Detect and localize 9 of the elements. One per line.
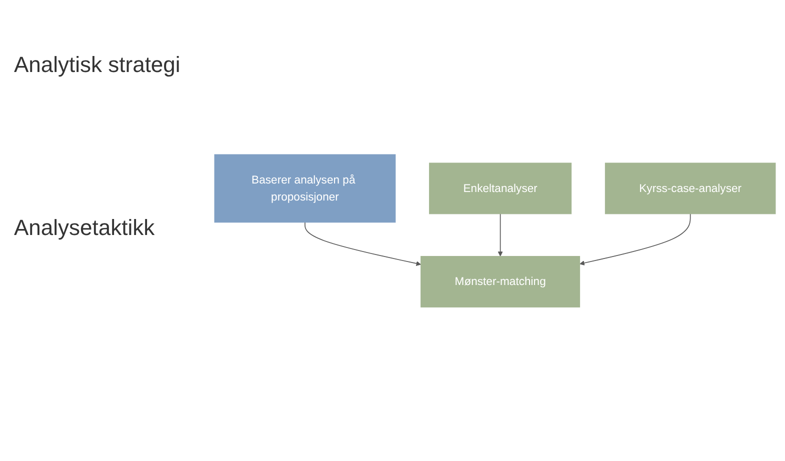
- node-box: Mønster-matching: [420, 256, 580, 308]
- node-box: Kyrss-case-analyser: [604, 162, 776, 214]
- arrow: [304, 222, 422, 266]
- arrow: [580, 213, 691, 266]
- node-box: Baserer analysen på proposisjoner: [214, 154, 396, 222]
- level-label: Analysetaktikk: [14, 215, 155, 241]
- level-label: Analytisk strategi: [14, 52, 180, 78]
- arrow: [498, 213, 503, 256]
- node-box: Enkeltanalyser: [429, 162, 572, 214]
